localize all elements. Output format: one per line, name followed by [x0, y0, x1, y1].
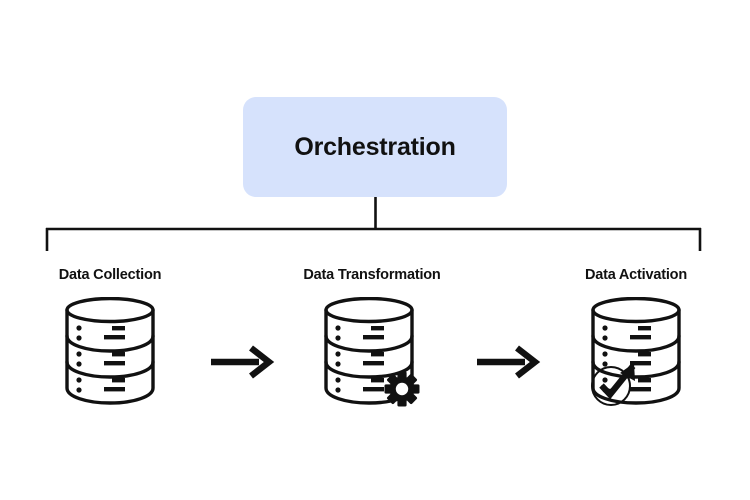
stage-data-transformation[interactable]: Data Transformation: [287, 268, 457, 413]
database-icon: [324, 296, 420, 406]
database-icon: [591, 296, 681, 406]
orchestration-node[interactable]: Orchestration: [243, 97, 507, 197]
arrow-right-icon: [477, 345, 541, 379]
database-indicator-dots: [335, 324, 341, 393]
database-indicator-dots: [76, 324, 82, 393]
check-circle-icon: [591, 362, 636, 406]
database-icon: [65, 296, 155, 405]
stage-label-data-transformation: Data Transformation: [303, 267, 441, 283]
arrow-right-icon: [211, 345, 275, 379]
database-indicator-dots: [602, 324, 608, 393]
database-data-bars: [630, 325, 651, 391]
gear-icon: [384, 371, 420, 406]
database-data-bars: [363, 325, 384, 391]
database-data-bars: [104, 325, 125, 391]
orchestration-label: Orchestration: [294, 132, 456, 161]
stage-data-collection[interactable]: Data Collection: [25, 268, 195, 413]
stage-data-activation[interactable]: Data Activation: [551, 268, 721, 413]
stage-label-data-collection: Data Collection: [58, 267, 162, 283]
stage-label-data-activation: Data Activation: [584, 267, 687, 283]
